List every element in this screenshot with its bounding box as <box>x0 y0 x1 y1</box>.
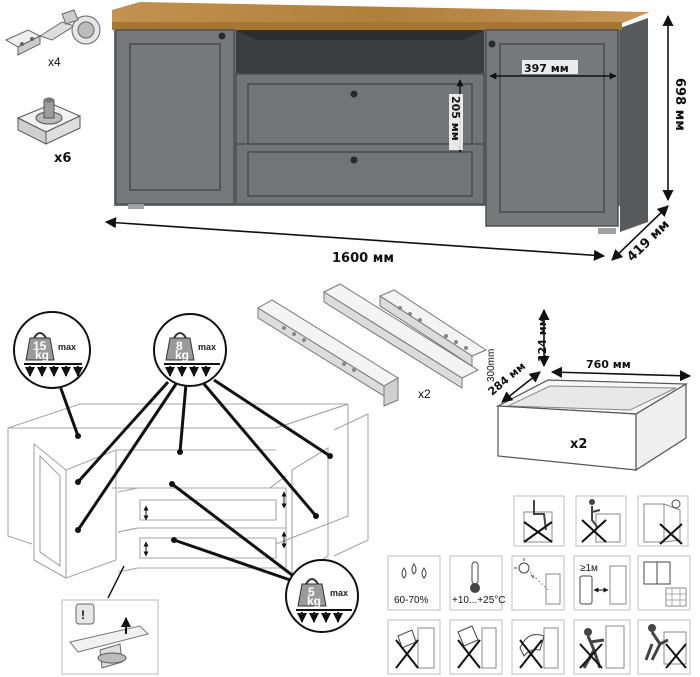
warning-icon: ! <box>81 608 85 622</box>
foot-adjustment-detail: ! <box>61 599 159 675</box>
rails-count: x2 <box>418 387 431 401</box>
hinge-icon <box>4 9 101 56</box>
icon-temperature: +10...+25°C <box>449 555 505 611</box>
hinges-count: x4 <box>48 55 61 69</box>
shelf-load-weight: 8 <box>176 339 183 353</box>
drawer-load-max: max <box>330 588 348 598</box>
tv-cabinet-illustration <box>112 2 650 234</box>
feet-count: x6 <box>54 151 71 166</box>
icon-no-pushing <box>573 619 631 675</box>
shelf-load-badge: 8 kg max <box>153 313 227 387</box>
top-load-badge: 15 kg max <box>13 311 91 389</box>
icon-no-abrasive-sponge <box>511 619 565 675</box>
icon-no-aggressive-cleaner <box>449 619 503 675</box>
icon-no-wet-cleaning <box>387 619 441 675</box>
humidity-label: 60-70% <box>394 595 429 606</box>
drawer-box-count: x2 <box>570 437 587 452</box>
icon-window-ventilation <box>637 555 691 611</box>
temperature-label: +10...+25°C <box>452 595 505 606</box>
drawer-load-weight: 5 <box>308 585 315 599</box>
icon-no-dragging <box>637 619 691 675</box>
icon-no-climbing <box>575 495 627 547</box>
drawer-motion-arrows <box>143 491 287 557</box>
icon-humidity: 60-70% <box>387 555 441 611</box>
drawer-box-illustration <box>495 379 689 472</box>
furniture-foot-icon <box>16 97 82 145</box>
shelf-load-unit: kg <box>175 348 189 362</box>
icon-no-sitting <box>513 495 565 547</box>
cabinet-width-label: 1600 мм <box>332 251 394 266</box>
cabinet-height-label: 698 мм <box>672 78 687 131</box>
niche-width-label: 397 мм <box>524 62 569 75</box>
drawer-box-width-label: 760 мм <box>586 358 631 371</box>
icon-no-direct-sunlight <box>511 555 565 611</box>
shelf-load-max: max <box>198 342 216 352</box>
distance-label: ≥1м <box>580 563 598 574</box>
drawer-rails-illustration <box>257 283 488 407</box>
top-load-unit: kg <box>35 348 49 362</box>
top-load-weight: 15 <box>33 339 47 353</box>
rail-length-label: 300mm <box>486 349 497 382</box>
icon-no-hanging-on-door <box>637 495 689 547</box>
drawer-load-unit: kg <box>307 594 321 608</box>
load-diagram-cabinet <box>7 403 369 579</box>
drawer-height-label: 205 мм <box>449 96 462 141</box>
drawer-box-height-label: 124 мм <box>536 317 549 362</box>
load-callout-lines <box>58 378 331 584</box>
top-load-max: max <box>58 342 76 352</box>
icon-distance-from-heater: ≥1м <box>573 555 631 611</box>
drawer-load-badge: 5 kg max <box>285 559 359 633</box>
